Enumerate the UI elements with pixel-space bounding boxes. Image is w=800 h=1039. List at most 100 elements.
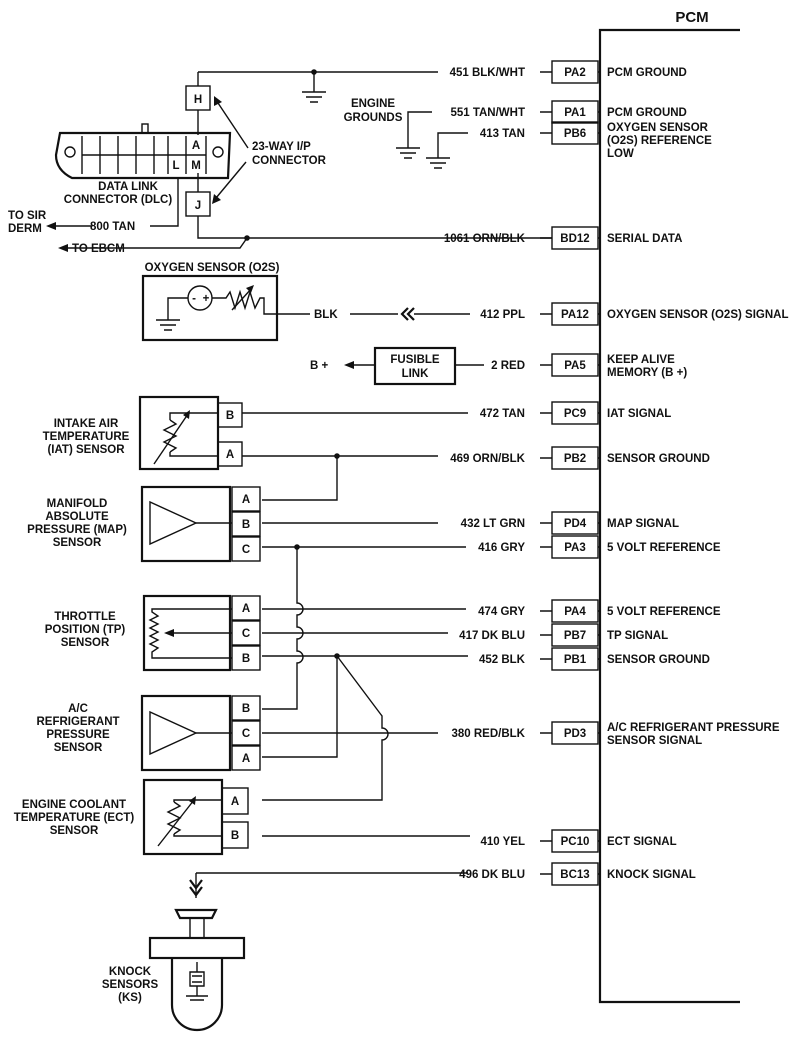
map-label-4: SENSOR xyxy=(53,537,102,549)
pin-box-pd4 xyxy=(551,511,599,535)
tp-pin-a: A xyxy=(242,603,250,615)
ac-label-4: SENSOR xyxy=(54,742,103,754)
ect-label-2: TEMPERATURE (ECT) xyxy=(14,812,135,824)
data-link-connector: A L M xyxy=(46,123,232,230)
pin-box-pc10 xyxy=(551,829,599,853)
o2s-title: OXYGEN SENSOR (O2S) xyxy=(145,262,280,274)
pin-function-pb7-0: TP SIGNAL xyxy=(607,630,668,642)
component-labels: ENGINE GROUNDS 23-WAY I/P CONNECTOR DATA… xyxy=(8,98,440,1004)
tp-pin-c: C xyxy=(242,628,250,640)
ip-pin-h: H xyxy=(194,94,202,106)
ac-label-1: A/C xyxy=(68,703,88,715)
pin-function-pd4-0: MAP SIGNAL xyxy=(607,518,679,530)
fusible-label-2: LINK xyxy=(402,368,430,380)
pin-function-pb6-0: OXYGEN SENSOR xyxy=(607,122,709,134)
ks-label-3: (KS) xyxy=(118,992,142,1004)
pin-function-pb2-0: SENSOR GROUND xyxy=(607,453,710,465)
wire-label-pd4: 432 LT GRN xyxy=(461,518,525,530)
wire-label-pb1: 452 BLK xyxy=(479,654,526,666)
pin-box-pd3 xyxy=(551,721,599,745)
wire-label-pa4: 474 GRY xyxy=(478,606,525,618)
ac-pressure-sensor xyxy=(140,694,261,772)
pin-function-pa4-0: 5 VOLT REFERENCE xyxy=(607,606,721,618)
pin-box-pb2 xyxy=(551,446,599,470)
svg-text:-: - xyxy=(192,293,196,305)
wire-label-pa3: 416 GRY xyxy=(478,542,525,554)
pin-function-pa1-0: PCM GROUND xyxy=(607,107,687,119)
map-label-1: MANIFOLD xyxy=(47,498,108,510)
pin-label-pa4: PA4 xyxy=(564,606,586,618)
jumper-wires xyxy=(262,547,470,837)
wire-800-label: 800 TAN xyxy=(90,221,135,233)
pin-box-bc13 xyxy=(551,862,599,886)
pcm-pins: PA2 451 BLK/WHT PCM GROUND PA1 551 TAN/WHT PC… xyxy=(444,60,788,886)
pcm-module: PCM xyxy=(598,9,740,1004)
map-pin-c: C xyxy=(242,544,250,556)
pin-function-pb1-0: SENSOR GROUND xyxy=(607,654,710,666)
pin-function-bc13-0: KNOCK SIGNAL xyxy=(607,869,696,881)
pin-label-pd3: PD3 xyxy=(564,728,586,740)
ip-connector-label-2: CONNECTOR xyxy=(252,155,327,167)
tp-sensor xyxy=(142,594,261,672)
fusible-label-1: FUSIBLE xyxy=(390,354,440,366)
iat-label-1: INTAKE AIR xyxy=(54,418,119,430)
dlc-pin-m: M xyxy=(191,160,201,172)
pin-box-pa12 xyxy=(551,302,599,326)
pin-label-pa3: PA3 xyxy=(564,542,586,554)
pin-function-pa5-0: KEEP ALIVE xyxy=(607,354,675,366)
pin-label-pa2: PA2 xyxy=(564,67,586,79)
pin-label-pb2: PB2 xyxy=(564,453,586,465)
ect-pin-b: B xyxy=(231,830,239,842)
map-pin-b: B xyxy=(242,519,250,531)
pin-box-pb7 xyxy=(551,623,599,647)
pin-label-pa1: PA1 xyxy=(564,107,586,119)
ac-pin-a: A xyxy=(242,753,250,765)
pin-function-pc9-0: IAT SIGNAL xyxy=(607,408,671,420)
wire-label-pb2: 469 ORN/BLK xyxy=(450,453,525,465)
sensor-pin-letters: B A A B C A C B B C A A B xyxy=(226,410,250,842)
b-plus-label: B + xyxy=(310,360,329,372)
pin-label-pd4: PD4 xyxy=(564,518,587,530)
pin-function-pa2-0: PCM GROUND xyxy=(607,67,687,79)
wire-label-pa12: 412 PPL xyxy=(480,309,525,321)
to-sir-label-1: TO SIR xyxy=(8,210,47,222)
dlc-label-2: CONNECTOR (DLC) xyxy=(64,194,173,206)
pin-function-pa5-1: MEMORY (B +) xyxy=(607,367,687,379)
ect-pin-a: A xyxy=(231,796,239,808)
dlc-pin-l: L xyxy=(172,160,179,172)
pin-function-bd12-0: SERIAL DATA xyxy=(607,233,682,245)
ks-label-2: SENSORS xyxy=(102,979,159,991)
ks-label-1: KNOCK xyxy=(109,966,152,978)
wire-label-bd12: 1061 ORN/BLK xyxy=(444,233,526,245)
pin-function-pb6-1: (O2S) REFERENCE xyxy=(607,135,712,147)
tp-pin-b: B xyxy=(242,653,250,665)
map-pin-a: A xyxy=(242,494,250,506)
wire-label-pa1: 551 TAN/WHT xyxy=(450,107,525,119)
ac-pin-c: C xyxy=(242,728,250,740)
wire-label-pc9: 472 TAN xyxy=(480,408,525,420)
map-label-2: ABSOLUTE xyxy=(45,511,109,523)
svg-text:+: + xyxy=(203,293,210,305)
ac-pin-b: B xyxy=(242,703,250,715)
pcm-title: PCM xyxy=(675,9,708,26)
tp-label-2: POSITION (TP) xyxy=(45,624,126,636)
pin-function-pa3-0: 5 VOLT REFERENCE xyxy=(607,542,721,554)
pin-label-pb7: PB7 xyxy=(564,630,586,642)
pin-box-pa2 xyxy=(551,60,599,84)
wire-label-pa2: 451 BLK/WHT xyxy=(450,67,525,79)
pin-function-pd3-0: A/C REFRIGERANT PRESSURE xyxy=(607,722,780,734)
ac-label-3: PRESSURE xyxy=(46,729,110,741)
pin-label-pc9: PC9 xyxy=(564,408,586,420)
ect-sensor xyxy=(142,778,249,856)
pin-label-pc10: PC10 xyxy=(561,836,590,848)
pin-box-pc9 xyxy=(551,401,599,425)
ip-pin-j: J xyxy=(195,200,201,212)
wire-label-pc10: 410 YEL xyxy=(480,836,525,848)
wire-label-pd3: 380 RED/BLK xyxy=(452,728,526,740)
pin-box-pb6 xyxy=(551,121,599,145)
ip-connector: H J xyxy=(58,85,552,252)
pin-function-pb6-2: LOW xyxy=(607,148,634,160)
pin-box-pa1 xyxy=(551,100,599,124)
pin-label-pa12: PA12 xyxy=(561,309,589,321)
